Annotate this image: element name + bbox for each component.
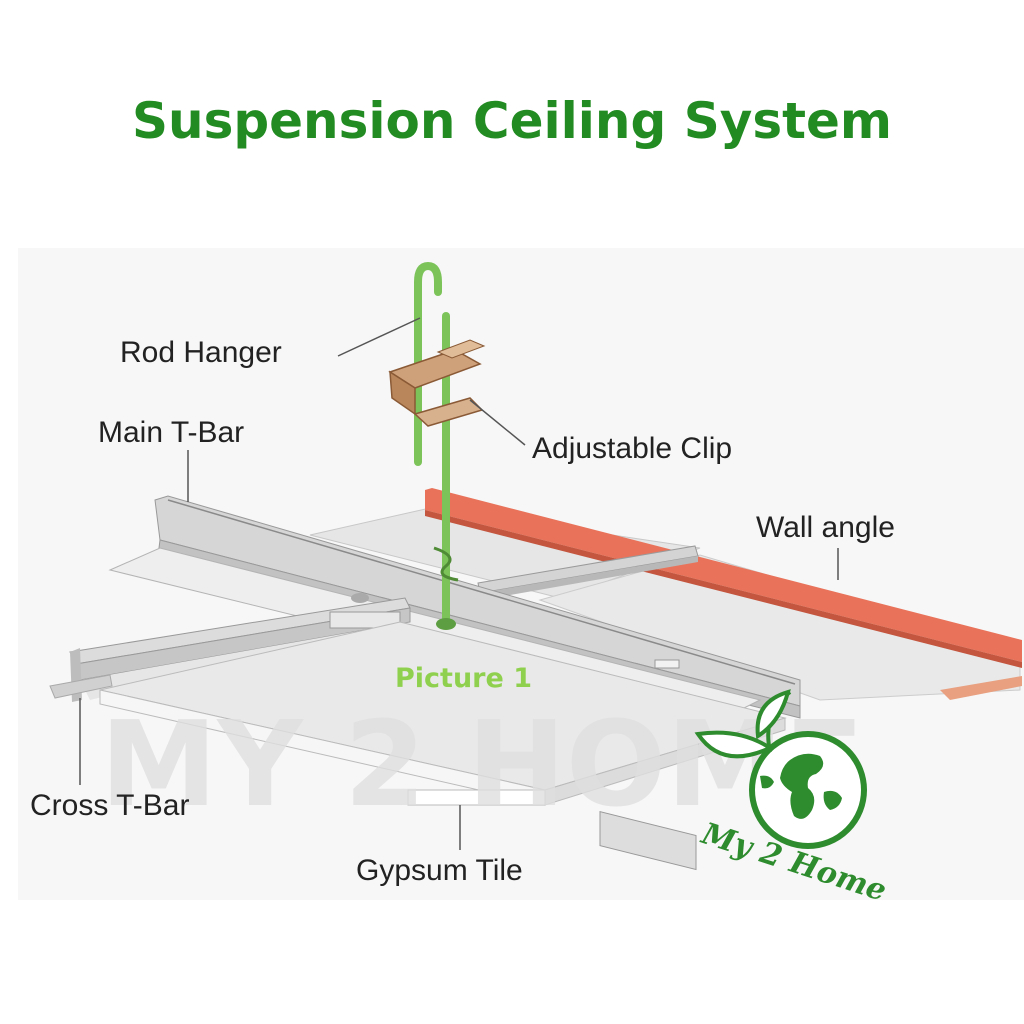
- page-title: Suspension Ceiling System: [131, 92, 892, 150]
- tbar-tab: [654, 659, 680, 669]
- cross-tbar-connector: [329, 611, 401, 629]
- watermark-text: MY 2 HOME: [100, 695, 864, 833]
- picture-caption: Picture 1: [395, 663, 532, 694]
- tbar-hole: [351, 593, 369, 603]
- gypsum-tile-label: Gypsum Tile: [356, 854, 523, 887]
- cross-tbar-label: Cross T-Bar: [30, 789, 189, 822]
- wall-angle: [425, 488, 1022, 700]
- adjustable-clip-label: Adjustable Clip: [532, 432, 732, 465]
- leader-lines: [79, 317, 839, 850]
- globe-icon: [760, 753, 842, 819]
- left-wall-strip: [49, 674, 113, 699]
- main-tbar-label: Main T-Bar: [98, 416, 244, 449]
- adjustable-clip: [388, 339, 486, 427]
- leaf-sprout-icon: [694, 689, 792, 759]
- wall-angle-label: Wall angle: [756, 511, 895, 544]
- rod-hanger-label: Rod Hanger: [120, 336, 282, 369]
- tbar-slot: [599, 810, 697, 871]
